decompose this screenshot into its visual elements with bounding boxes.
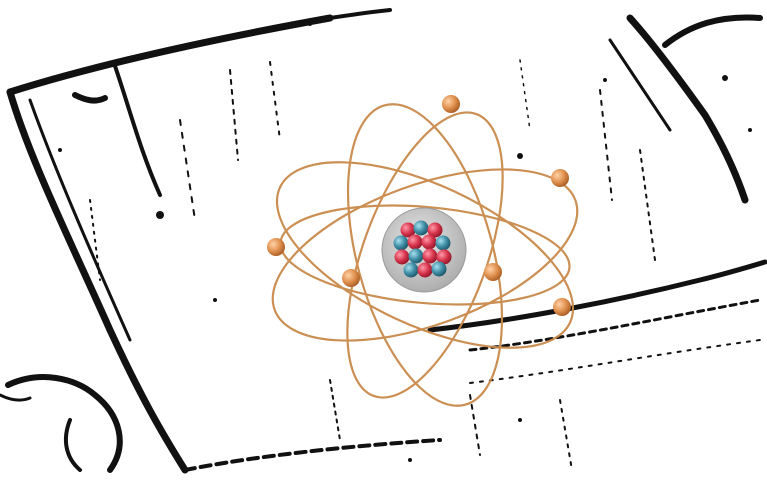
orbit-ring: [275, 161, 575, 349]
electron: [342, 269, 360, 287]
electrons: [267, 95, 571, 316]
orbit-ring: [346, 103, 504, 407]
proton: [422, 248, 438, 264]
neutron: [435, 235, 451, 251]
proton: [407, 234, 423, 250]
proton: [427, 222, 443, 238]
electron: [551, 169, 569, 187]
neutron: [393, 235, 409, 251]
electron: [267, 238, 285, 256]
orbit-ring: [271, 168, 579, 342]
orbit-ring: [346, 111, 504, 399]
neutron: [431, 261, 447, 277]
neutron: [413, 220, 429, 236]
proton: [421, 234, 437, 250]
proton: [436, 249, 452, 265]
electron: [484, 263, 502, 281]
electron-orbits: [271, 103, 579, 407]
sketch-speckles: [58, 22, 752, 462]
neutron: [403, 262, 419, 278]
proton: [400, 222, 416, 238]
electron: [553, 298, 571, 316]
electron: [442, 95, 460, 113]
proton: [394, 249, 410, 265]
proton: [417, 262, 433, 278]
nucleus: [381, 207, 467, 293]
background-sketch: [0, 8, 767, 474]
neutron: [408, 248, 424, 264]
nucleus-shell: [381, 207, 467, 293]
